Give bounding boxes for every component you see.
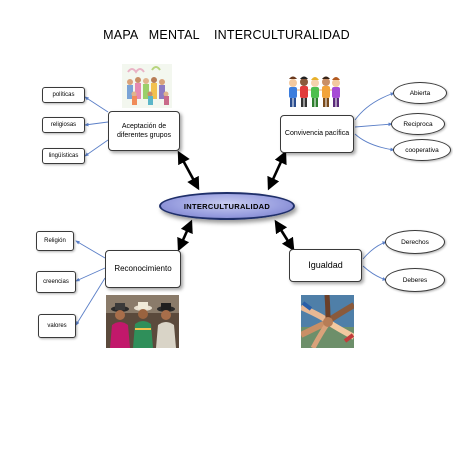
leaf-religion: Religión	[36, 231, 74, 251]
node-aceptacion-line2: diferentes grupos	[116, 132, 172, 139]
leaf-deberes: Deberes	[385, 268, 445, 292]
leaf-reciproca: Reciproca	[391, 113, 445, 135]
page-title: MAPA MENTAL INTERCULTURALIDAD	[103, 28, 350, 42]
leaf-valores: valores	[38, 314, 76, 338]
indigenous-women-photo	[106, 295, 179, 348]
node-igualdad: Igualdad	[289, 249, 362, 282]
leaf-cooperativa: cooperativa	[393, 139, 451, 161]
main-arrows	[177, 150, 295, 252]
node-aceptacion-line1: Aceptación de	[121, 122, 167, 130]
joined-hands-photo	[301, 295, 354, 348]
arrow-igualdad	[274, 219, 295, 252]
leaf-arrows	[75, 92, 395, 326]
leaf-derechos: Derechos	[385, 230, 445, 254]
people-group-illustration	[122, 64, 172, 108]
leaf-politicas: políticas	[42, 87, 85, 103]
leaf-religiosas: religiosas	[42, 117, 85, 133]
arrow-convivencia	[267, 150, 287, 191]
arrow-aceptacion	[177, 150, 200, 191]
node-aceptacion: Aceptación de diferentes grupos	[108, 111, 180, 151]
children-holding-hands-illustration	[289, 76, 340, 107]
arrow-reconocimiento	[177, 219, 193, 252]
node-convivencia: Convivencia pacífica	[280, 115, 354, 153]
center-node: INTERCULTURALIDAD	[159, 192, 295, 220]
leaf-creencias: creencias	[36, 271, 76, 293]
node-reconocimiento: Reconocimiento	[105, 250, 181, 288]
leaf-linguisticas: lingüísticas	[42, 148, 85, 164]
leaf-abierta: Abierta	[393, 82, 447, 104]
